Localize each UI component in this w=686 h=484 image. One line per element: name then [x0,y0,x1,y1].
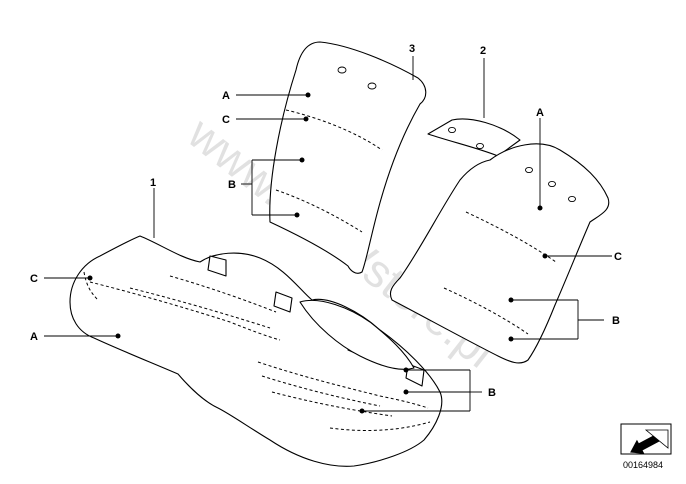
seat-bench-cushion [69,235,443,467]
callout-b-bench: B [488,387,496,399]
bench-left-seam-front [89,281,281,341]
wide-backrest-upper-seam [465,211,557,263]
wide-backrest [389,118,610,364]
callout-c-narrow-back: C [222,114,230,126]
arrow-icon [630,429,669,454]
callout-a-wide-back: A [536,107,544,119]
bench-right-seam-2 [261,375,381,407]
reference-code: 00164984 [623,460,663,470]
callout-a-left-bench: A [30,331,38,343]
bench-right-seam-3 [271,391,393,417]
leader-lines [44,56,612,414]
bench-right-seam-1 [257,361,429,409]
callout-part-2: 2 [480,45,486,57]
callout-b-narrow-back: B [228,179,236,191]
wide-backrest-lower-seam [443,287,529,335]
bench-left-seam-rear [169,275,277,313]
bench-front-edge-seam [329,421,431,431]
narrow-backrest-upper-seam [285,109,383,151]
callout-part-1: 1 [150,177,156,189]
callout-part-3: 3 [409,43,415,55]
callout-b-wide-back: B [612,315,620,327]
callout-a-narrow-back: A [222,90,230,102]
callout-c-wide-back: C [614,251,622,263]
narrow-backrest [269,41,427,274]
reference-stamp: 00164984 [620,423,672,470]
bench-left-seam-middle [129,287,271,329]
callout-c-left-bench: C [30,273,38,285]
bench-left-edge-seam [83,271,99,301]
